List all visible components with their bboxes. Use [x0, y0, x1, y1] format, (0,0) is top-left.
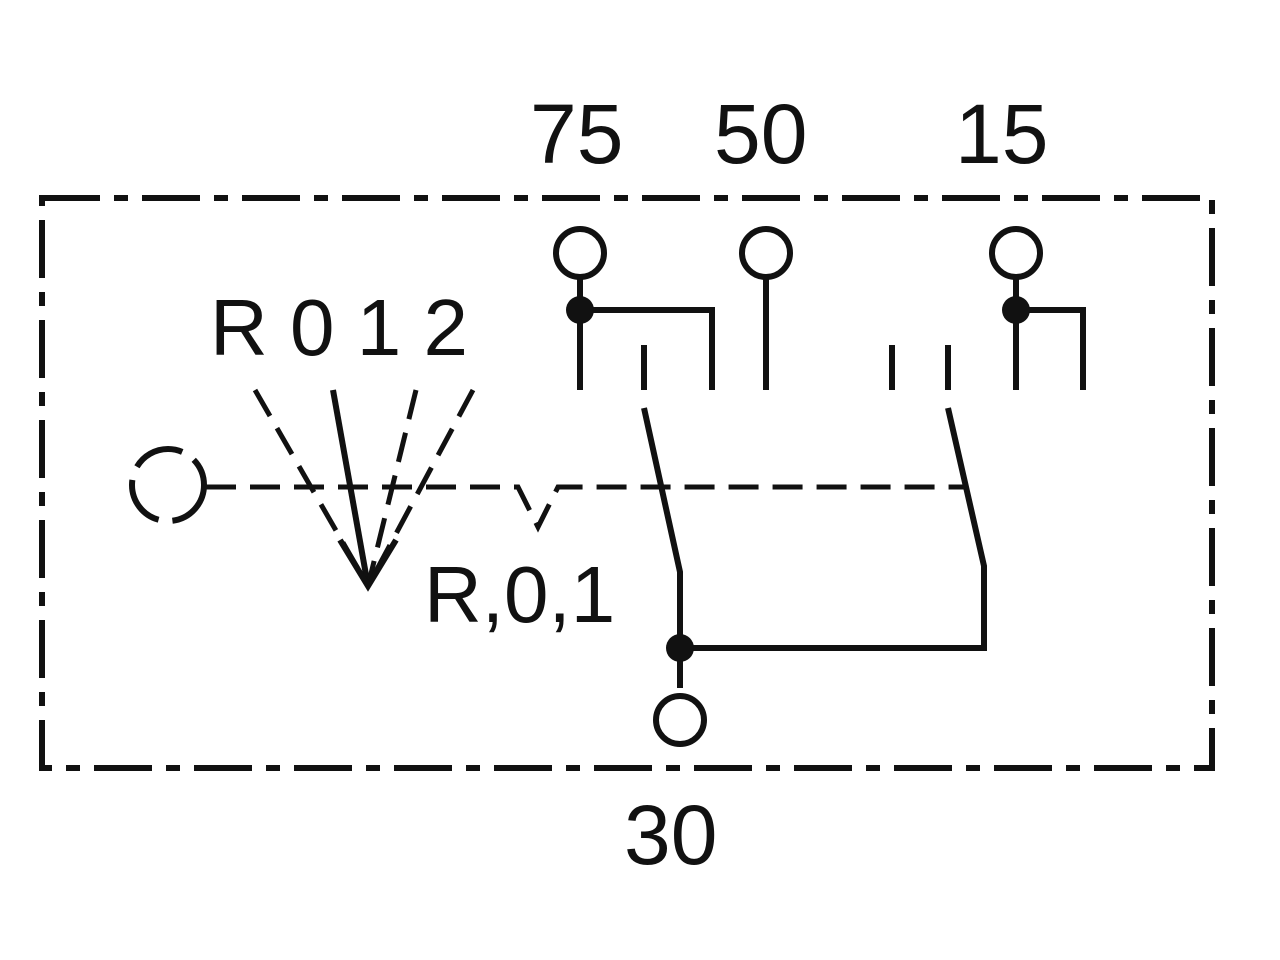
terminal-50-contact: [739, 226, 793, 390]
terminal-15-contacts: [889, 226, 1086, 390]
switch-position-label: R,0,1: [424, 550, 615, 639]
terminal-75-contacts: [553, 226, 715, 390]
terminal-30-connector: [653, 693, 707, 747]
terminal-label-30: 30: [624, 788, 717, 882]
terminal-50-connector: [739, 226, 793, 280]
junction-dot: [566, 296, 594, 324]
junction-dot: [1002, 296, 1030, 324]
terminal-15-connector: [989, 226, 1043, 280]
terminal-label-75: 75: [530, 87, 623, 181]
terminal-label-15: 15: [955, 87, 1048, 181]
housing-frame: [39, 195, 1215, 771]
junction-dot: [666, 634, 694, 662]
terminal-label-50: 50: [714, 87, 807, 181]
switch-blades: [641, 407, 987, 747]
terminal-75-connector: [553, 226, 607, 280]
key-actuator: [129, 388, 965, 592]
key-knob-icon: [129, 446, 207, 524]
key-positions-label: R 0 1 2: [210, 283, 468, 372]
